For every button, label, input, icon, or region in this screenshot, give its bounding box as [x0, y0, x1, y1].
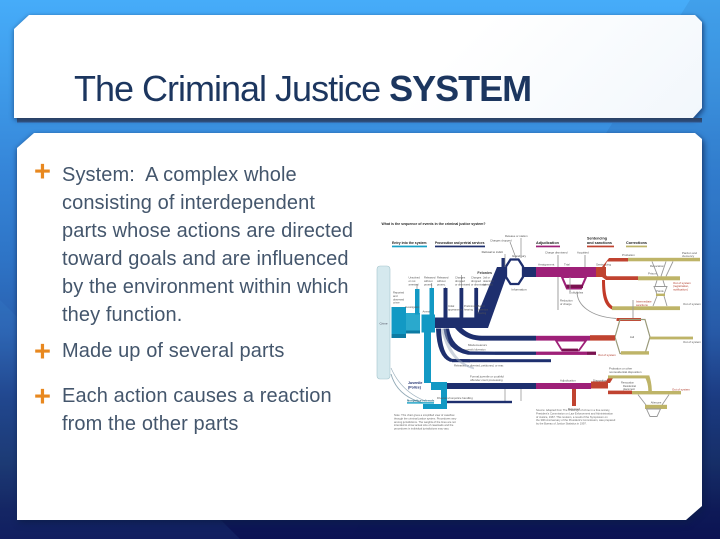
svg-text:without: without	[424, 279, 433, 283]
svg-text:appearance: appearance	[448, 307, 463, 311]
svg-text:Formal juvenile or youthful: Formal juvenile or youthful	[470, 375, 504, 379]
svg-text:Aftercare: Aftercare	[651, 401, 662, 405]
svg-text:Released: Released	[424, 276, 436, 280]
svg-text:Source: Adapted from The chall: Source: Adapted from The challenge of cr…	[536, 408, 610, 412]
svg-text:Trial: Trial	[564, 263, 570, 267]
svg-text:Released: Released	[437, 276, 449, 280]
svg-text:(registration,: (registration,	[673, 284, 689, 288]
svg-text:Sentencing: Sentencing	[587, 237, 607, 241]
svg-text:Initial: Initial	[448, 304, 455, 308]
svg-text:Probation: Probation	[622, 253, 635, 257]
svg-text:dropped: dropped	[455, 279, 465, 283]
svg-text:Acquitted: Acquitted	[577, 251, 589, 255]
svg-text:notification): notification)	[673, 287, 688, 291]
svg-text:Parole: Parole	[656, 289, 664, 293]
svg-text:without: without	[437, 279, 446, 283]
svg-text:among jurisdictions. The weigh: among jurisdictions. The weights of the …	[394, 420, 456, 424]
svg-text:Note: This chart gives a simpl: Note: This chart gives a simplified view…	[394, 413, 455, 417]
svg-text:nonresidential disposition: nonresidential disposition	[609, 370, 642, 374]
svg-text:Prosecution and pretrial servi: Prosecution and pretrial services	[435, 241, 485, 245]
svg-text:Charges: Charges	[455, 276, 466, 280]
svg-text:Charges: Charges	[471, 276, 482, 280]
svg-text:crime: crime	[393, 301, 400, 305]
svg-text:Unsuccessful diversion: Unsuccessful diversion	[459, 348, 486, 352]
svg-text:detention: detention	[483, 279, 494, 283]
svg-text:Charges dropped: Charges dropped	[490, 239, 512, 243]
svg-text:Out of system: Out of system	[598, 353, 616, 357]
svg-text:(pretrial): (pretrial)	[483, 282, 493, 286]
svg-text:Grand jury: Grand jury	[512, 254, 527, 258]
svg-text:Prison: Prison	[648, 272, 657, 276]
svg-text:and sanctions: and sanctions	[587, 241, 612, 245]
svg-text:arrested: arrested	[409, 282, 419, 286]
svg-text:Juvenile: Juvenile	[408, 381, 422, 385]
svg-text:or dismissed: or dismissed	[471, 282, 487, 286]
svg-text:Misdemeanors: Misdemeanors	[468, 343, 488, 347]
svg-text:of Justice, 1967. This revisio: of Justice, 1967. This revision, a resul…	[536, 415, 608, 419]
svg-text:Diversion/nonpolice handling: Diversion/nonpolice handling	[437, 396, 473, 400]
svg-text:hearing: hearing	[478, 311, 487, 315]
svg-text:Corrections: Corrections	[626, 241, 647, 245]
svg-text:or dismissed: or dismissed	[455, 282, 471, 286]
svg-text:dropped: dropped	[471, 279, 481, 283]
svg-text:intended to show actual size o: intended to show actual size of caseload…	[394, 423, 454, 427]
svg-text:the 30th Anniversary of the Pr: the 30th Anniversary of the President's …	[536, 418, 616, 422]
svg-text:Adjudication: Adjudication	[560, 379, 576, 383]
svg-text:Jail or: Jail or	[483, 276, 490, 280]
svg-text:(Police): (Police)	[408, 385, 422, 389]
svg-text:clemency: clemency	[682, 254, 695, 258]
svg-text:of charge: of charge	[560, 302, 572, 306]
svg-text:Sentencing: Sentencing	[596, 263, 611, 267]
svg-text:procedures in individual juris: procedures in individual jurisdictions m…	[394, 427, 449, 431]
svg-text:Released: Released	[568, 407, 581, 411]
svg-text:offender court processing: offender court processing	[470, 378, 503, 382]
svg-text:detention: detention	[478, 307, 489, 311]
svg-text:Disposition: Disposition	[593, 379, 608, 383]
svg-text:President's Commission on Law: President's Commission on Law Enforcemen…	[536, 411, 613, 415]
svg-text:or not: or not	[409, 279, 416, 283]
svg-text:Jail: Jail	[630, 335, 635, 339]
svg-text:observed: observed	[393, 297, 405, 301]
svg-text:hearing: hearing	[464, 307, 473, 311]
svg-text:Adjudication: Adjudication	[536, 241, 559, 245]
svg-text:Unsolved: Unsolved	[409, 276, 421, 280]
svg-text:Out of system: Out of system	[673, 281, 691, 285]
svg-text:Reduction: Reduction	[560, 299, 573, 303]
svg-text:prosec.: prosec.	[437, 282, 446, 286]
svg-text:Pardon and: Pardon and	[682, 251, 697, 255]
svg-text:Guilty plea: Guilty plea	[569, 291, 584, 295]
svg-text:Probation or other: Probation or other	[609, 367, 632, 371]
svg-text:Revocation: Revocation	[621, 381, 635, 385]
svg-text:and: and	[393, 294, 398, 298]
svg-text:Information: Information	[511, 288, 526, 292]
svg-text:Bail or: Bail or	[478, 304, 485, 308]
svg-text:Investigation: Investigation	[405, 305, 420, 309]
svg-text:Felonies: Felonies	[477, 271, 492, 275]
svg-text:Out of system: Out of system	[683, 302, 701, 306]
svg-text:Residential: Residential	[623, 384, 636, 388]
svg-text:What is the sequence of events: What is the sequence of events in the cr…	[382, 222, 486, 226]
svg-text:Released or diverted, petition: Released or diverted, petitioned, or rea…	[454, 364, 504, 368]
svg-text:Reported: Reported	[393, 291, 405, 295]
svg-text:Arraignment: Arraignment	[538, 263, 555, 267]
svg-text:by the Bureau of Justice Stati: by the Bureau of Justice Statistics in 1…	[536, 422, 587, 426]
svg-text:Out of system: Out of system	[672, 388, 690, 392]
svg-text:Out of system: Out of system	[683, 340, 701, 344]
svg-text:prosec.: prosec.	[424, 282, 433, 286]
svg-text:Nonpolice referrals: Nonpolice referrals	[407, 398, 435, 402]
svg-text:Refusal to indict: Refusal to indict	[482, 250, 504, 254]
svg-text:Release or station: Release or station	[505, 234, 528, 238]
svg-text:Revocation: Revocation	[650, 264, 664, 268]
svg-text:Entry into the system: Entry into the system	[392, 241, 427, 245]
svg-text:Charge dismissed: Charge dismissed	[545, 251, 568, 255]
svg-text:Arrest: Arrest	[423, 310, 430, 314]
svg-text:Intermediate: Intermediate	[636, 300, 652, 304]
svg-text:sanctions: sanctions	[636, 303, 648, 307]
svg-text:Preliminary: Preliminary	[464, 304, 478, 308]
svg-text:placement: placement	[623, 387, 635, 391]
svg-text:Crime: Crime	[380, 322, 388, 326]
svg-text:through the criminal justice s: through the criminal justice system. Pro…	[394, 416, 457, 420]
